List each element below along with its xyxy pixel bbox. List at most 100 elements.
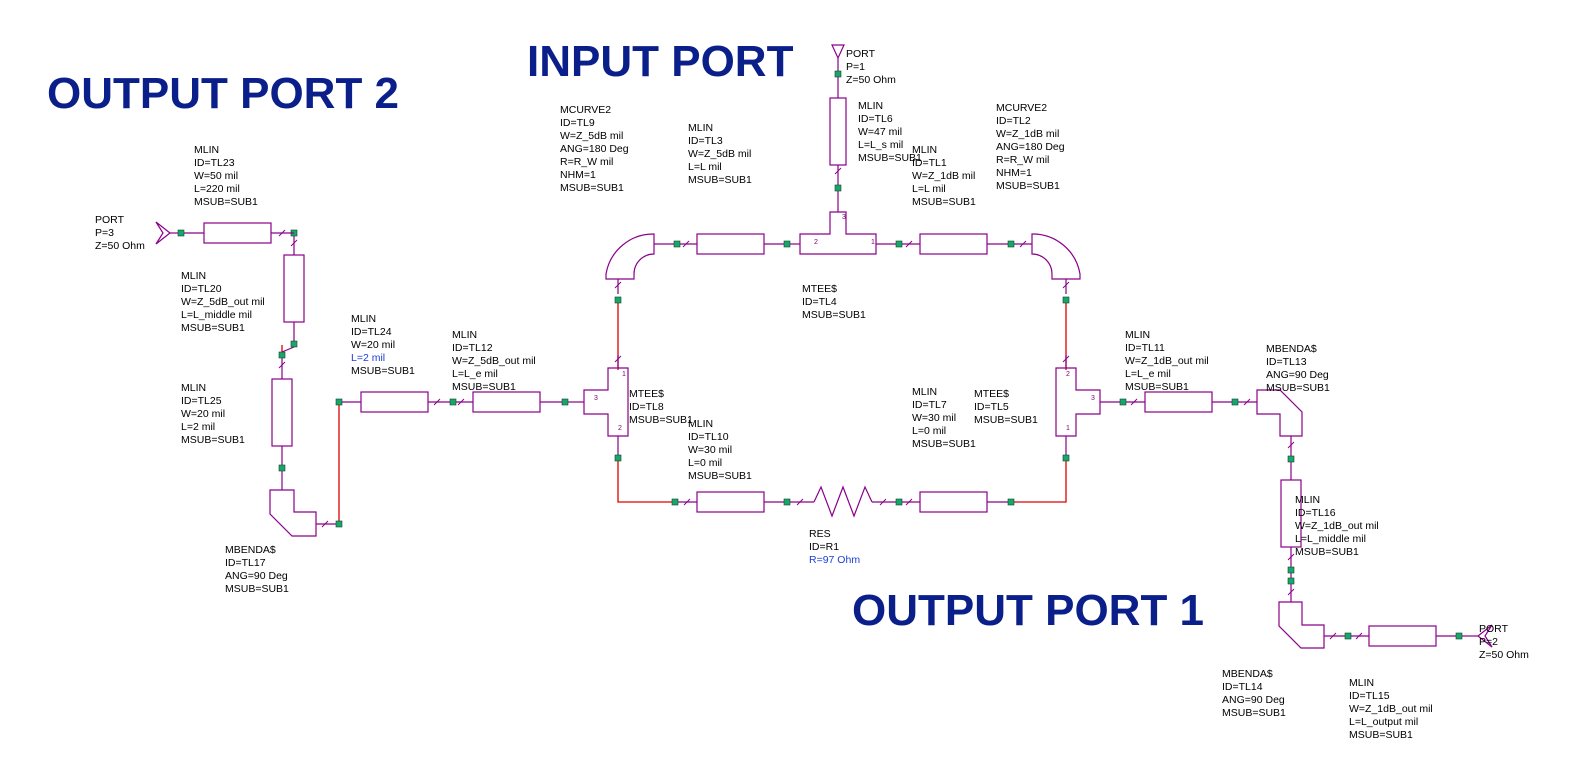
component-param-text: MLIN	[351, 313, 376, 325]
tl20-line[interactable]	[281, 229, 305, 353]
tl4-pin-1: 1	[871, 239, 875, 246]
tl15-line[interactable]	[1351, 625, 1478, 647]
r1-resistor[interactable]	[790, 485, 903, 518]
component-param-text: ID=TL2	[996, 115, 1031, 127]
component-param-text: MLIN	[1295, 494, 1320, 506]
component-param-text: ID=TL13	[1266, 356, 1307, 368]
component-param-text: MSUB=SUB1	[560, 182, 624, 194]
component-param-text: R=R_W mil	[996, 154, 1049, 166]
output-port-1-title: OUTPUT PORT 1	[852, 586, 1204, 635]
component-param-text: W=50 mil	[194, 170, 238, 182]
label-tl25: MLIN ID=TL25 W=20 mil L=2 mil MSUB=SUB1	[181, 382, 245, 446]
component-param-text: MSUB=SUB1	[194, 196, 258, 208]
component-param-text: W=Z_1dB_out mil	[1295, 520, 1379, 532]
component-param-text: Z=50 Ohm	[846, 74, 896, 86]
label-tl4: MTEE$ ID=TL4 MSUB=SUB1	[802, 283, 866, 321]
component-param-text: MLIN	[181, 382, 206, 394]
component-param-text: P=1	[846, 61, 865, 73]
input-port-p1[interactable]	[831, 44, 845, 98]
label-tl20: MLIN ID=TL20 W=Z_5dB_out mil L=L_middle …	[181, 270, 265, 334]
component-param-text: W=Z_5dB_out mil	[181, 296, 265, 308]
label-tl16: MLIN ID=TL16 W=Z_1dB_out mil L=L_middle …	[1295, 494, 1379, 558]
component-param-text: MSUB=SUB1	[996, 180, 1060, 192]
component-param-text: MSUB=SUB1	[452, 381, 516, 393]
component-param-text: R=R_W mil	[560, 156, 613, 168]
component-param-text: ID=TL23	[194, 157, 235, 169]
tl4-tee[interactable]: 3 2 1	[799, 211, 877, 255]
tl14-bend[interactable]	[1278, 584, 1352, 649]
label-tl24: MLIN ID=TL24 W=20 mil L=2 mil MSUB=SUB1	[351, 313, 415, 377]
label-tl23: MLIN ID=TL23 W=50 mil L=220 mil MSUB=SUB…	[194, 144, 258, 208]
label-tl17: MBENDA$ ID=TL17 ANG=90 Deg MSUB=SUB1	[225, 544, 289, 595]
component-param-text: ID=TL12	[452, 342, 493, 354]
component-param-text: W=Z_1dB_out mil	[1349, 703, 1433, 715]
component-param-text: ID=TL4	[802, 296, 837, 308]
component-param-text: W=Z_1dB_out mil	[1125, 355, 1209, 367]
tl4-pin-2: 2	[814, 239, 818, 246]
port2[interactable]	[1477, 624, 1493, 648]
port3[interactable]	[155, 221, 171, 245]
component-param-text: L=L mil	[912, 183, 946, 195]
component-param-text: MLIN	[452, 329, 477, 341]
input-port-title: INPUT PORT	[527, 37, 794, 86]
component-param-text: PORT	[846, 48, 876, 60]
tl10-line[interactable]	[671, 491, 791, 513]
component-param-text: L=220 mil	[194, 183, 240, 195]
tl23-line[interactable]	[170, 222, 294, 244]
component-param-text: ID=R1	[809, 541, 839, 553]
component-param-text: L=L_s mil	[858, 139, 903, 151]
label-tl5: MTEE$ ID=TL5 MSUB=SUB1	[974, 388, 1038, 426]
tl6-line[interactable]	[829, 97, 847, 212]
tl8-pin-1: 1	[622, 371, 626, 378]
component-param-text: W=Z_5dB_out mil	[452, 355, 536, 367]
component-param-text: W=Z_5dB mil	[560, 130, 623, 142]
tl16-line[interactable]	[1280, 462, 1302, 585]
tl12-line[interactable]	[449, 391, 584, 413]
label-tl10: MLIN ID=TL10 W=30 mil L=0 mil MSUB=SUB1	[688, 418, 752, 482]
component-param-text: MTEE$	[974, 388, 1009, 400]
component-param-text: ID=TL16	[1295, 507, 1336, 519]
tl17-bend[interactable]	[269, 464, 343, 537]
label-tl3: MLIN ID=TL3 W=Z_5dB mil L=L mil MSUB=SUB…	[688, 122, 752, 186]
component-param-text: MSUB=SUB1	[181, 434, 245, 446]
component-param-text: MLIN	[688, 418, 713, 430]
component-param-text: L=0 mil	[688, 457, 722, 469]
component-param-text: MSUB=SUB1	[225, 583, 289, 595]
component-param-text: RES	[809, 528, 831, 540]
component-param-text: ANG=90 Deg	[225, 570, 288, 582]
component-param-text: ANG=90 Deg	[1266, 369, 1329, 381]
tl25-line[interactable]	[271, 351, 293, 465]
component-param-text: P=3	[95, 227, 114, 239]
component-param-text: L=L_middle mil	[1295, 533, 1366, 545]
tl13-bend[interactable]	[1256, 389, 1303, 463]
component-param-text: MLIN	[912, 386, 937, 398]
component-param-text: W=30 mil	[688, 444, 732, 456]
component-param-text: MSUB=SUB1	[1266, 382, 1330, 394]
tl2-curve[interactable]	[1031, 233, 1081, 304]
tl3-line[interactable]	[654, 233, 800, 255]
component-param-text: MSUB=SUB1	[1125, 381, 1189, 393]
component-param-text: L=L_e mil	[1125, 368, 1171, 380]
tl8-tee[interactable]: 1 3 2	[583, 355, 629, 462]
label-tl8: MTEE$ ID=TL8 MSUB=SUB1	[629, 388, 693, 426]
component-param-text: MLIN	[858, 100, 883, 112]
label-tl12: MLIN ID=TL12 W=Z_5dB_out mil L=L_e mil M…	[452, 329, 536, 393]
tl5-pin-2: 2	[1066, 371, 1070, 378]
tl24-line[interactable]	[335, 391, 450, 413]
component-param-text: MSUB=SUB1	[858, 152, 922, 164]
label-tl13: MBENDA$ ID=TL13 ANG=90 Deg MSUB=SUB1	[1266, 343, 1330, 394]
component-param-text: MLIN	[1349, 677, 1374, 689]
component-param-text: ID=TL17	[225, 557, 266, 569]
component-param-text: W=Z_1dB mil	[996, 128, 1059, 140]
tl5-tee[interactable]: 2 3 1	[1055, 355, 1101, 462]
tl1-line[interactable]	[876, 233, 1032, 255]
component-param-text: MSUB=SUB1	[974, 414, 1038, 426]
component-param-text: L=0 mil	[912, 425, 946, 437]
component-param-text: W=20 mil	[351, 339, 395, 351]
tl7-line[interactable]	[902, 491, 1015, 513]
tl5-pin-1: 1	[1066, 425, 1070, 432]
tl11-line[interactable]	[1100, 391, 1257, 413]
component-param-text: MBENDA$	[225, 544, 276, 556]
tl9-curve[interactable]	[605, 233, 655, 304]
